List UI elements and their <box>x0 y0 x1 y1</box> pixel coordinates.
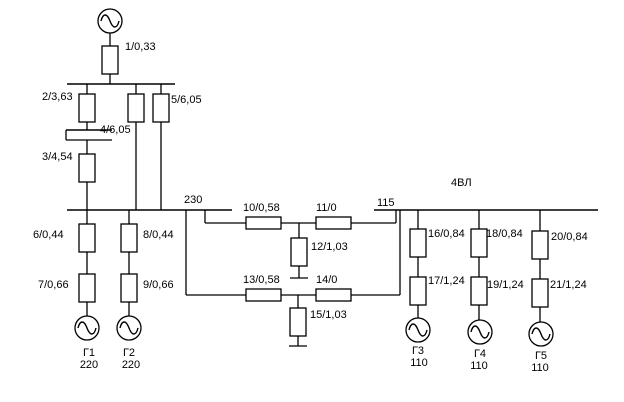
bus-115-label: 115 <box>377 197 395 209</box>
generator-g1 <box>74 315 100 341</box>
source-generator <box>97 8 123 34</box>
line-label: 4ВЛ <box>451 177 472 189</box>
branch-3-element <box>78 153 96 183</box>
branch-3-label: 3/4,54 <box>42 151 73 163</box>
branch-11-label: 11/0 <box>316 202 337 214</box>
branch-12-element <box>290 237 308 267</box>
generator-g2-name: Г2 <box>123 347 135 359</box>
branch-1-label: 1/0,33 <box>125 41 156 53</box>
branch-10-element <box>245 216 282 230</box>
generator-g4-name: Г4 <box>474 348 486 360</box>
branch-1-element <box>101 45 119 75</box>
branch-18-element <box>470 228 488 258</box>
branch-12-label: 12/1,03 <box>311 241 348 253</box>
branch-8-element <box>120 223 138 253</box>
branch-16-element <box>409 228 427 258</box>
branch-15-element <box>289 307 307 337</box>
branch-20-element <box>531 230 549 260</box>
branch-2-label: 2/3,63 <box>42 91 73 103</box>
branch-18-label: 18/0,84 <box>486 228 523 240</box>
generator-g2 <box>116 315 142 341</box>
branch-10-label: 10/0,58 <box>243 202 280 214</box>
branch-19-label: 19/1,24 <box>487 279 524 291</box>
generator-g3-name: Г3 <box>412 345 424 357</box>
branch-6-label: 6/0,44 <box>33 229 64 241</box>
branch-4-element <box>127 93 145 123</box>
branch-13-label: 13/0,58 <box>243 274 280 286</box>
branch-7-label: 7/0,66 <box>38 279 69 291</box>
branch-9-element <box>120 273 138 303</box>
generator-g5-voltage: 110 <box>531 362 549 374</box>
branch-7-element <box>78 273 96 303</box>
branch-13-element <box>245 288 282 302</box>
branch-5-element <box>152 93 170 123</box>
branch-5-label: 5/6,05 <box>171 94 202 106</box>
branch-14-element <box>315 288 352 302</box>
branch-8-label: 8/0,44 <box>143 229 174 241</box>
branch-2-element <box>78 93 96 123</box>
branch-17-element <box>409 276 427 306</box>
branch-20-label: 20/0,84 <box>551 231 588 243</box>
generator-g5-name: Г5 <box>535 350 547 362</box>
generator-g1-name: Г1 <box>83 347 95 359</box>
branch-6-element <box>78 223 96 253</box>
generator-g4-voltage: 110 <box>470 360 488 372</box>
branch-19-element <box>470 276 488 306</box>
branch-21-label: 21/1,24 <box>550 279 587 291</box>
branch-16-label: 16/0,84 <box>428 228 465 240</box>
branch-9-label: 9/0,66 <box>143 279 174 291</box>
branch-4-label: 4/6,05 <box>100 124 131 136</box>
branch-15-label: 15/1,03 <box>310 309 347 321</box>
generator-g4 <box>467 319 493 345</box>
generator-g3-voltage: 110 <box>410 357 428 369</box>
generator-g2-voltage: 220 <box>122 359 140 371</box>
branch-11-element <box>315 216 352 230</box>
bus-230-label: 230 <box>184 194 202 206</box>
generator-g3 <box>405 317 431 343</box>
generator-g1-voltage: 220 <box>80 359 98 371</box>
generator-g5 <box>528 321 554 347</box>
branch-14-label: 14/0 <box>316 274 337 286</box>
branch-21-element <box>531 278 549 308</box>
branch-17-label: 17/1,24 <box>428 275 465 287</box>
